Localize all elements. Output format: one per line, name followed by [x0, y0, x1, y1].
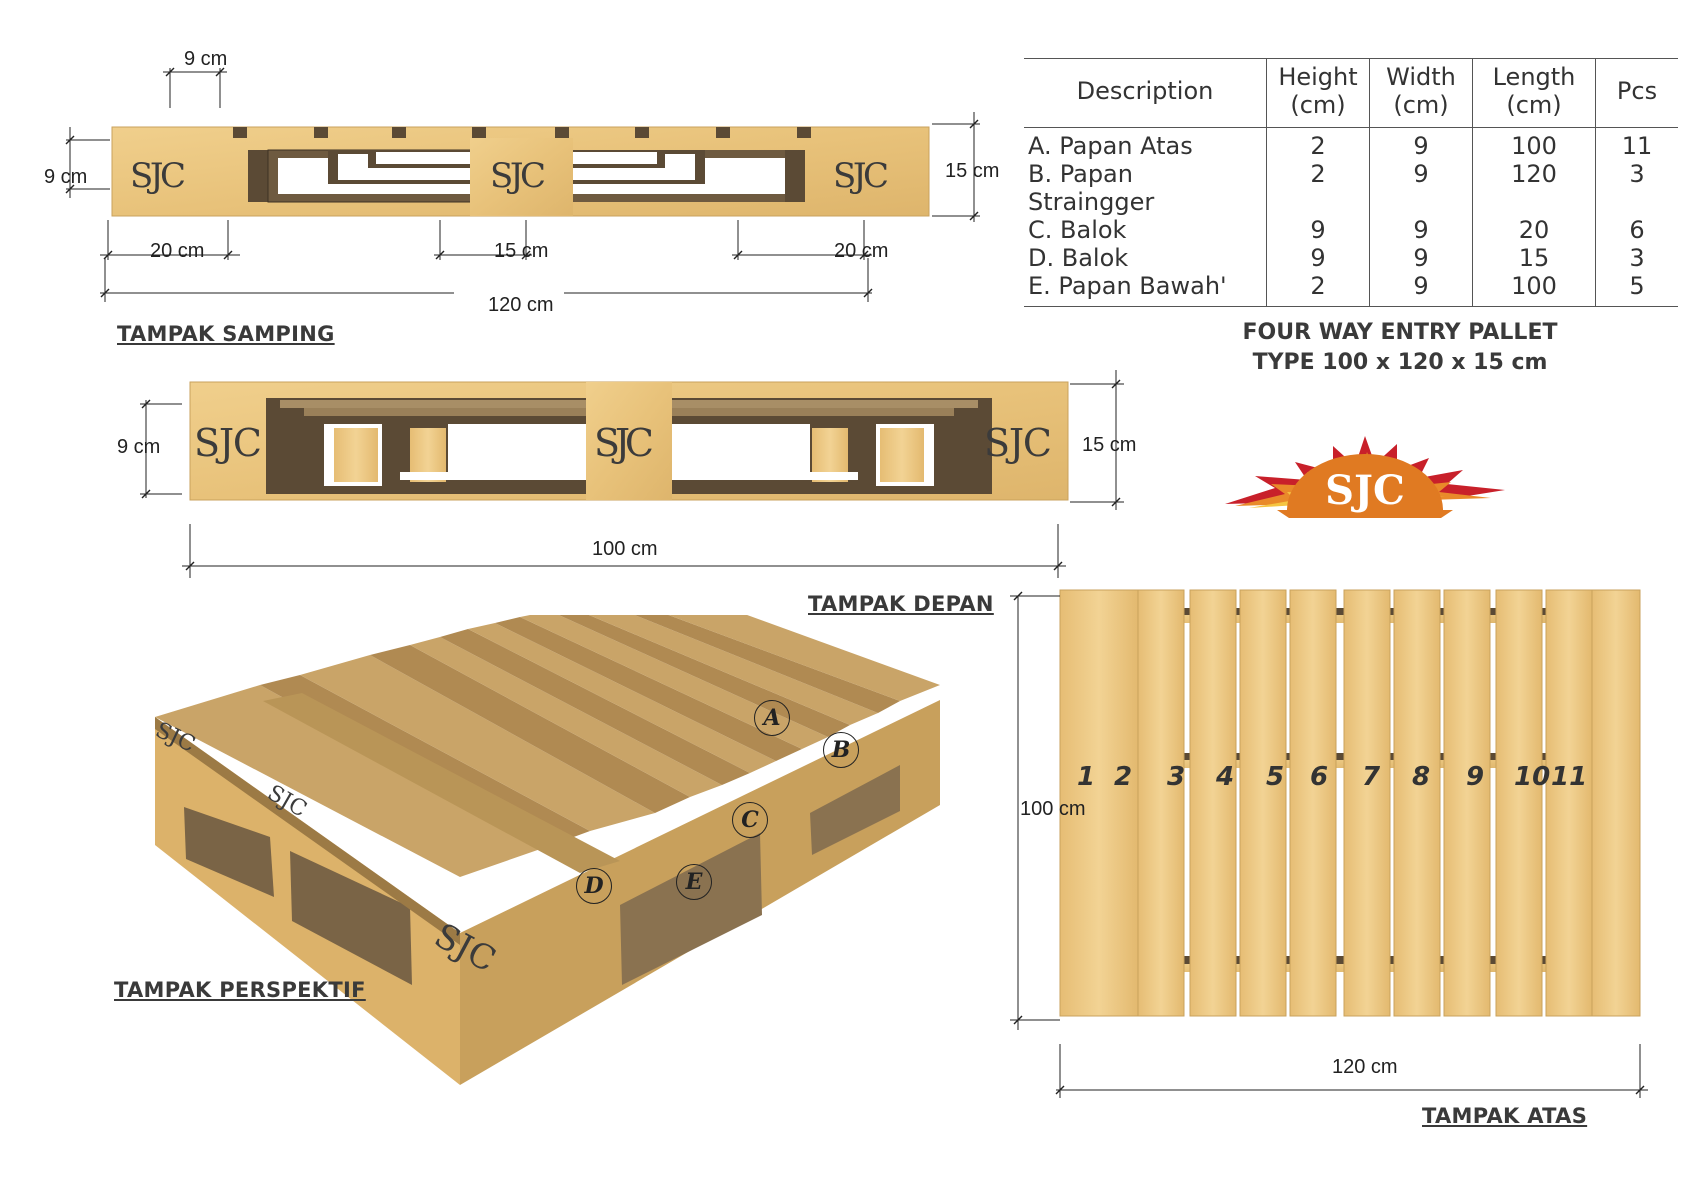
side-view-title: TAMPAK SAMPING: [117, 322, 335, 346]
board-number-5: 5: [1266, 762, 1285, 792]
row-height: 9: [1266, 216, 1370, 244]
col-width: Width(cm): [1369, 58, 1473, 128]
side-dim-block-width: 9 cm: [184, 48, 228, 70]
perspective-view-title: TAMPAK PERSPEKTIF: [114, 978, 366, 1002]
board-number-6: 6: [1310, 762, 1329, 792]
top-view-drawing: [1010, 589, 1648, 1098]
side-dim-left-block: 20 cm: [150, 240, 205, 262]
top-dim-width: 120 cm: [1332, 1056, 1398, 1078]
col-height: Height(cm): [1266, 58, 1370, 128]
front-dim-height-left: 9 cm: [117, 436, 161, 458]
row-pcs: 3: [1595, 244, 1678, 272]
front-dim-total: 100 cm: [592, 538, 658, 560]
row-length: 15: [1472, 244, 1596, 272]
side-brand-left: SJC: [130, 156, 186, 196]
row-height: 2: [1266, 272, 1370, 307]
board-number-4: 4: [1216, 762, 1235, 792]
top-dim-height: 100 cm: [1020, 798, 1086, 820]
row-length: 100: [1472, 127, 1596, 160]
callout-a: A: [754, 700, 790, 736]
row-description: C. Balok: [1028, 216, 1127, 244]
row-length: 100: [1472, 272, 1596, 307]
top-boards: [155, 615, 940, 877]
col-description: Description: [1024, 58, 1267, 128]
pallet-type-heading: FOUR WAY ENTRY PALLET TYPE 100 x 120 x 1…: [1180, 318, 1620, 378]
front-view-drawing: SJC SJC SJC: [140, 370, 1124, 578]
spec-table: Description Height(cm) Width(cm) Length(…: [1024, 58, 1678, 307]
board-number-2: 2: [1114, 762, 1133, 792]
table-row: E. Papan Bawah' 2 9 100 5: [1024, 272, 1678, 307]
front-brand-right: SJC: [984, 421, 1052, 465]
front-dim-height-right: 15 cm: [1082, 434, 1137, 456]
col-length: Length(cm): [1472, 58, 1596, 128]
board-number-11: 11: [1551, 762, 1588, 792]
front-view-title: TAMPAK DEPAN: [808, 592, 994, 616]
row-description: A. Papan Atas: [1028, 132, 1193, 160]
row-description: E. Papan Bawah': [1024, 272, 1267, 307]
row-length: 120: [1472, 160, 1596, 216]
row-height: 2: [1266, 160, 1370, 216]
table-row: C. Balok 9 9 20 6: [1024, 216, 1678, 244]
row-pcs: 11: [1595, 127, 1678, 160]
row-width: 9: [1369, 127, 1473, 160]
side-dim-height-left: 9 cm: [44, 166, 88, 188]
row-width: 9: [1369, 244, 1473, 272]
board-number-9: 9: [1466, 762, 1485, 792]
side-dim-height-right: 15 cm: [945, 160, 1000, 182]
top-boards-planks: [1059, 589, 1641, 1017]
side-brand-mid: SJC: [490, 156, 546, 196]
table-row: D. Balok 9 9 15 3: [1024, 244, 1678, 272]
side-dim-right-block: 20 cm: [834, 240, 889, 262]
board-number-1: 1: [1077, 762, 1096, 792]
callout-d: D: [576, 868, 612, 904]
callout-c: C: [732, 802, 768, 838]
board-number-7: 7: [1362, 762, 1381, 792]
row-width: 9: [1369, 160, 1473, 216]
logo-text: SJC: [1325, 467, 1405, 514]
callout-b: B: [823, 732, 859, 768]
side-view-drawing: SJC SJC SJC: [65, 67, 980, 302]
row-pcs: 3: [1595, 160, 1678, 216]
col-pcs: Pcs: [1595, 58, 1678, 128]
callout-e: E: [676, 864, 712, 900]
board-number-10: 10: [1514, 762, 1551, 792]
row-length: 20: [1472, 216, 1596, 244]
front-brand-mid: SJC: [594, 421, 654, 465]
front-brand-left: SJC: [194, 421, 262, 465]
board-number-3: 3: [1167, 762, 1186, 792]
side-brand-right: SJC: [833, 156, 889, 196]
row-width: 9: [1369, 272, 1473, 307]
row-pcs: 6: [1595, 216, 1678, 244]
row-width: 9: [1369, 216, 1473, 244]
table-row: B. Papan Straingger 2 9 120 3: [1024, 160, 1678, 216]
perspective-view-drawing: SJC SJC SJC: [151, 615, 940, 1085]
heading-line-2: TYPE 100 x 120 x 15 cm: [1252, 350, 1548, 375]
top-view-title: TAMPAK ATAS: [1422, 1104, 1588, 1128]
table-row: A. Papan Atas 2 9 100 11: [1024, 127, 1678, 160]
row-description: B. Papan Straingger: [1028, 160, 1155, 216]
row-height: 9: [1266, 244, 1370, 272]
side-dim-total: 120 cm: [488, 294, 554, 316]
board-number-8: 8: [1412, 762, 1431, 792]
row-height: 2: [1266, 127, 1370, 160]
heading-line-1: FOUR WAY ENTRY PALLET: [1242, 320, 1558, 345]
sjc-logo: SJC: [1225, 436, 1505, 518]
side-dim-mid-block: 15 cm: [494, 240, 549, 262]
row-pcs: 5: [1595, 272, 1678, 307]
row-description: D. Balok: [1028, 244, 1129, 272]
